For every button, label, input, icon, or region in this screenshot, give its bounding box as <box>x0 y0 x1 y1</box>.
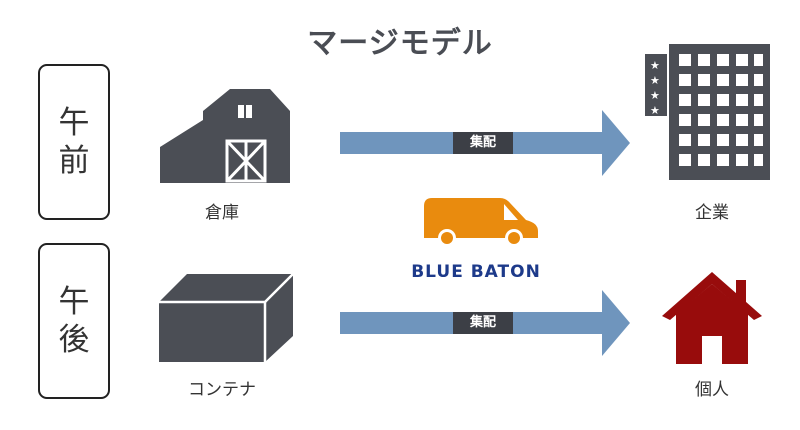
am-flow-label: 集配 <box>453 132 513 154</box>
star-icon: ★ <box>650 104 660 117</box>
period-pm-char-1: 午 <box>58 284 90 320</box>
warehouse-caption: 倉庫 <box>205 203 239 223</box>
diagram-title: マージモデル <box>307 26 493 61</box>
period-am-char-2: 前 <box>58 143 90 179</box>
star-icon: ★ <box>650 89 660 102</box>
container-caption: コンテナ <box>188 380 256 400</box>
star-icon: ★ <box>650 74 660 87</box>
brand-logo-text: BLUE BATON <box>411 262 541 282</box>
warehouse-icon <box>160 89 290 183</box>
star-icon: ★ <box>650 59 660 72</box>
period-pm-char-2: 後 <box>58 322 90 358</box>
company-caption: 企業 <box>695 203 729 223</box>
pm-flow-label: 集配 <box>453 312 513 334</box>
period-am-char-1: 午 <box>58 105 90 141</box>
building-icon: ★ ★ ★ ★ <box>645 44 770 180</box>
house-icon <box>662 272 762 364</box>
container-icon <box>159 273 294 362</box>
period-am-box: 午 前 <box>38 64 110 220</box>
van-icon <box>424 198 538 247</box>
individual-caption: 個人 <box>695 380 729 400</box>
period-pm-box: 午 後 <box>38 243 110 399</box>
